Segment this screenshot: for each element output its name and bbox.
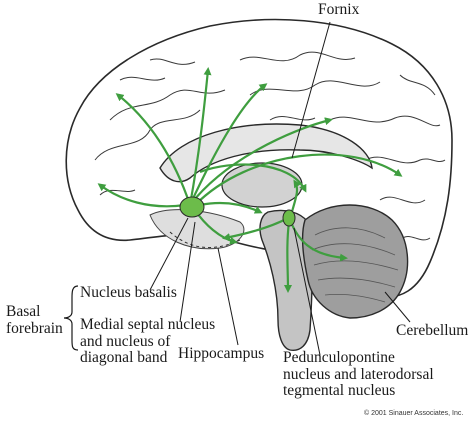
copyright-text: © 2001 Sinauer Associates, Inc. <box>364 410 464 417</box>
brainstem-nucleus <box>282 209 296 227</box>
pedunculopontine-line: Pedunculopontine <box>283 349 395 366</box>
pathway-arrow <box>189 83 268 206</box>
pathway-arrow <box>288 219 348 262</box>
basal-forebrain-line: forebrain <box>6 319 63 337</box>
basal-forebrain-line: Basal <box>6 303 41 320</box>
basal-forebrain-nucleus <box>179 196 205 218</box>
basal-forebrain-label: Basal forebrain <box>6 303 63 337</box>
pathway-arrow <box>199 201 263 214</box>
cerebellum-folia <box>311 227 399 303</box>
pathway-arrow <box>189 117 333 206</box>
pathway-arrow <box>188 67 212 206</box>
medial-septal-line: Medial septal nucleus <box>80 316 216 333</box>
medial-septal-label: Medial septal nucleus and nucleus of dia… <box>80 316 216 367</box>
pathway-arrow <box>194 153 403 206</box>
pedunculopontine-line: tegmental nucleus <box>283 382 396 399</box>
pedunculopontine-line: nucleus and laterodorsal <box>283 365 434 383</box>
gyri-lines <box>94 51 446 241</box>
fornix-label: Fornix <box>318 1 360 18</box>
thalamus <box>221 162 303 208</box>
corpus-callosum <box>159 123 373 183</box>
cerebellum-label: Cerebellum <box>396 322 469 339</box>
pathway-arrow <box>97 183 186 208</box>
medial-septal-line: diagonal band <box>80 349 168 366</box>
medial-septal-line: and nucleus of <box>80 332 171 350</box>
pedunculopontine-label: Pedunculopontine nucleus and laterodorsa… <box>283 349 434 400</box>
leader-lines <box>149 21 411 356</box>
pathway-arrow <box>283 221 292 293</box>
nucleus-basalis-label: Nucleus basalis <box>80 284 177 301</box>
pathway-arrow <box>115 93 192 206</box>
basal-forebrain-bracket <box>63 285 79 351</box>
hippocampus-label: Hippocampus <box>178 345 265 362</box>
